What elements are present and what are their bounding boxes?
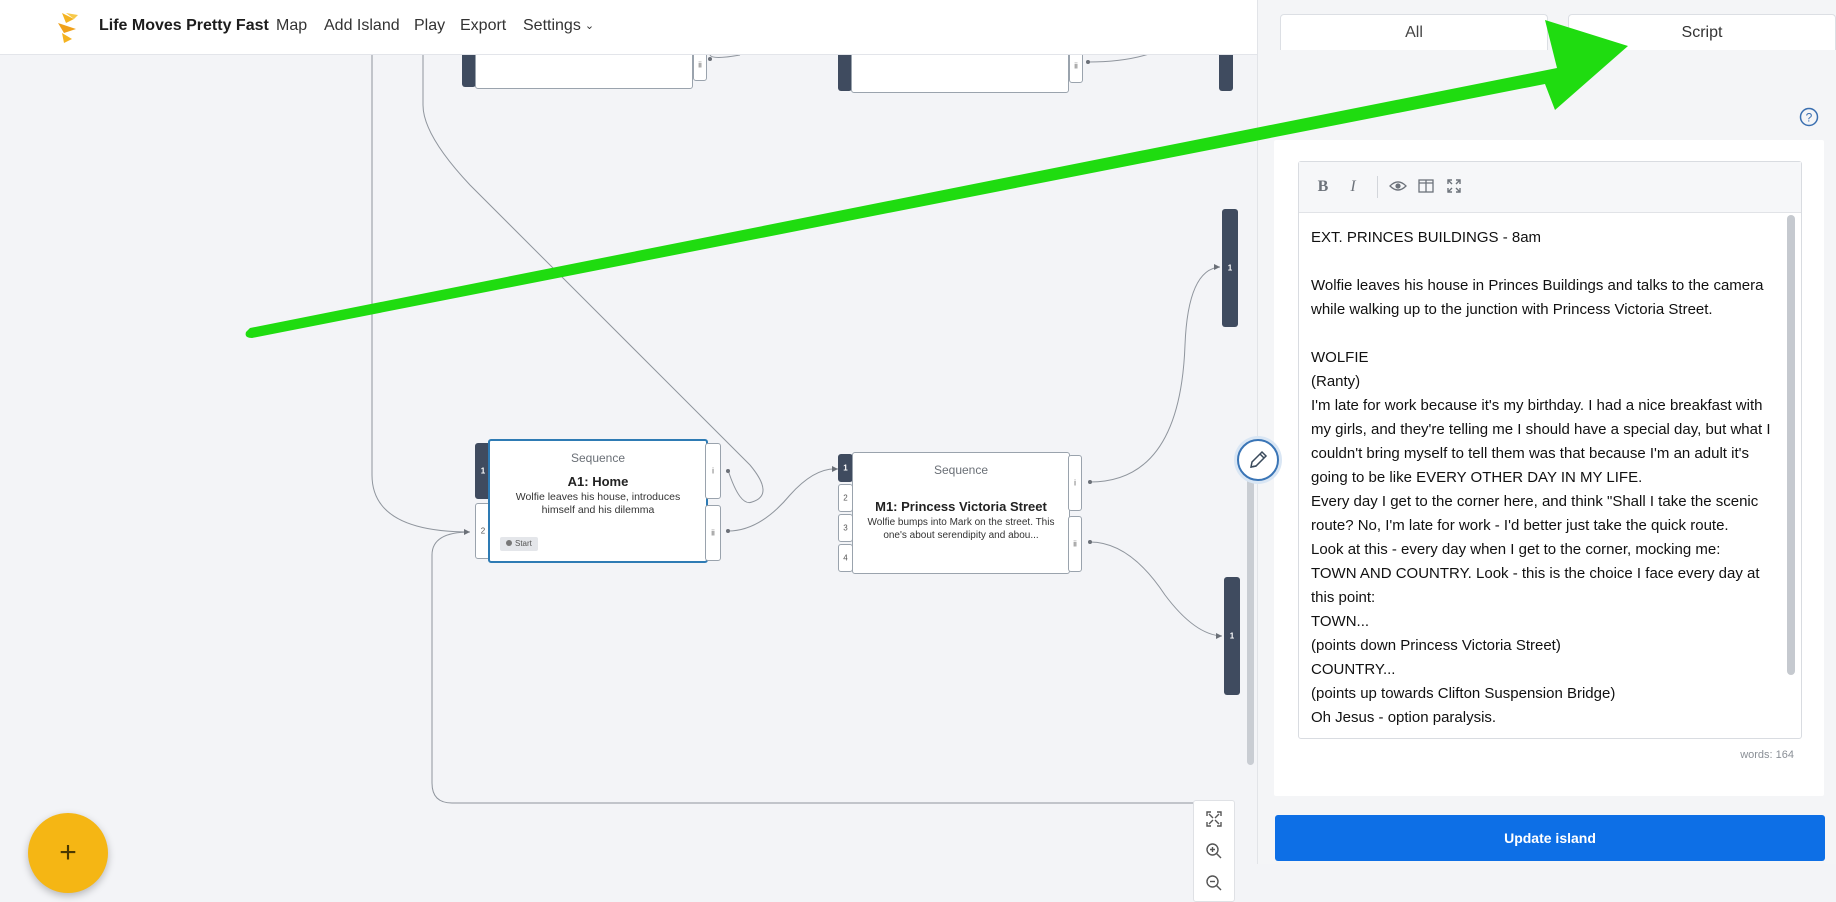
toolbar-divider — [1377, 176, 1378, 198]
svg-text:?: ? — [1806, 111, 1813, 125]
start-badge: Start — [500, 537, 538, 551]
princess-in-port-4[interactable]: 4 — [838, 544, 853, 572]
script-editor[interactable]: B I EXT. PRINCES BUILDINGS - 8am Wolfie … — [1298, 161, 1802, 739]
nav-map[interactable]: Map — [276, 17, 308, 34]
node-description: Wolfie bumps into Mark on the street. Th… — [867, 517, 1055, 541]
script-line: (points up towards Clifton Suspension Br… — [1311, 685, 1616, 702]
princess-in-port-3[interactable]: 3 — [838, 514, 853, 542]
home-in-port-1[interactable]: 1 — [475, 443, 491, 499]
canvas-scrollbar[interactable] — [1247, 465, 1254, 765]
script-text[interactable]: EXT. PRINCES BUILDINGS - 8am Wolfie leav… — [1311, 226, 1781, 731]
word-count: words: 164 — [1740, 749, 1794, 761]
editor-toolbar: B I — [1299, 162, 1801, 213]
help-icon[interactable]: ? — [1799, 107, 1819, 127]
zoom-in-button[interactable] — [1194, 835, 1234, 867]
zoom-controls — [1193, 800, 1235, 902]
zoom-out-icon — [1206, 875, 1222, 891]
island-detail-panel: All Script ? B I EXT. PRINCES BUILDINGS … — [1257, 0, 1836, 864]
nav-play[interactable]: Play — [414, 17, 446, 34]
chevron-down-icon: ⌄ — [584, 20, 595, 32]
start-badge-label: Start — [515, 539, 532, 548]
tab-script[interactable]: Script — [1568, 14, 1836, 50]
logo-icon[interactable] — [52, 9, 84, 45]
fit-screen-icon — [1206, 811, 1222, 827]
script-line: EXT. PRINCES BUILDINGS - 8am — [1311, 229, 1542, 246]
side-by-side-icon[interactable] — [1416, 177, 1436, 197]
home-out-port-ii[interactable]: ii — [705, 505, 721, 561]
pencil-icon — [1250, 450, 1268, 468]
script-line: I'm late for work because it's my birthd… — [1311, 397, 1775, 486]
node-description: Wolfie leaves his house, introduces hims… — [515, 491, 681, 516]
fit-screen-button[interactable] — [1194, 803, 1234, 835]
start-dot-icon — [506, 540, 512, 546]
add-island-fab[interactable]: + — [28, 813, 108, 893]
script-line: (points down Princess Victoria Street) — [1311, 637, 1561, 654]
nav-export[interactable]: Export — [460, 17, 507, 34]
island-node-princess-victoria-street[interactable]: Sequence M1: Princess Victoria Street Wo… — [852, 452, 1070, 574]
island-node-home[interactable]: Sequence A1: Home Wolfie leaves his hous… — [488, 439, 708, 563]
script-line: (Ranty) — [1311, 373, 1361, 390]
bold-icon[interactable]: B — [1317, 178, 1329, 195]
nav-add-island[interactable]: Add Island — [324, 17, 400, 34]
node-title: A1: Home — [567, 474, 629, 489]
home-out-port-i[interactable]: i — [705, 443, 721, 499]
script-line: Every day I get to the corner here, and … — [1311, 493, 1763, 534]
princess-in-port-2[interactable]: 2 — [838, 484, 853, 512]
brand-title[interactable]: Life Moves Pretty Fast — [99, 17, 269, 34]
edit-island-button[interactable] — [1237, 439, 1279, 481]
panel-tabs: All Script — [1258, 0, 1836, 72]
plus-icon: + — [59, 836, 77, 869]
node-title: M1: Princess Victoria Street — [875, 499, 1047, 514]
italic-icon[interactable]: I — [1350, 178, 1356, 195]
princess-out-port-i[interactable]: i — [1068, 455, 1082, 511]
princess-in-port-1[interactable]: 1 — [838, 454, 853, 482]
script-line: TOWN AND COUNTRY. Look - this is the cho… — [1311, 565, 1764, 606]
zoom-out-button[interactable] — [1194, 867, 1234, 899]
node-type-label: Sequence — [570, 451, 626, 465]
nav-settings-label: Settings — [523, 17, 581, 34]
script-line: Oh Jesus - option paralysis. — [1311, 709, 1497, 726]
princess-out-port-ii[interactable]: ii — [1068, 516, 1082, 572]
zoom-in-icon — [1206, 843, 1222, 859]
script-line: Look at this - every day when I get to t… — [1311, 541, 1721, 558]
script-line: WOLFIE — [1311, 349, 1369, 366]
script-line: COUNTRY... — [1311, 661, 1396, 678]
script-line: Wolfie leaves his house in Princes Build… — [1311, 277, 1768, 318]
right-top-node-bar[interactable]: 1 — [1222, 209, 1238, 327]
node-type-label: Sequence — [933, 463, 989, 477]
script-line: TOWN... — [1311, 613, 1370, 630]
map-canvas[interactable]: ii ii 1 1 1 2 Sequence A1: Home Wolfie l… — [0, 43, 1257, 902]
script-line — [1311, 250, 1781, 274]
tab-all[interactable]: All — [1280, 14, 1548, 50]
right-bottom-node-bar[interactable]: 1 — [1224, 577, 1240, 695]
update-island-button[interactable]: Update island — [1275, 815, 1825, 861]
fullscreen-icon[interactable] — [1444, 177, 1464, 197]
editor-scrollbar[interactable] — [1787, 215, 1795, 675]
preview-eye-icon[interactable] — [1388, 177, 1408, 197]
nav-settings[interactable]: Settings⌄ — [523, 17, 594, 35]
top-right-node-bar — [1219, 49, 1233, 91]
top-navbar: Life Moves Pretty Fast Map Add Island Pl… — [0, 0, 1257, 55]
script-line — [1311, 322, 1781, 346]
